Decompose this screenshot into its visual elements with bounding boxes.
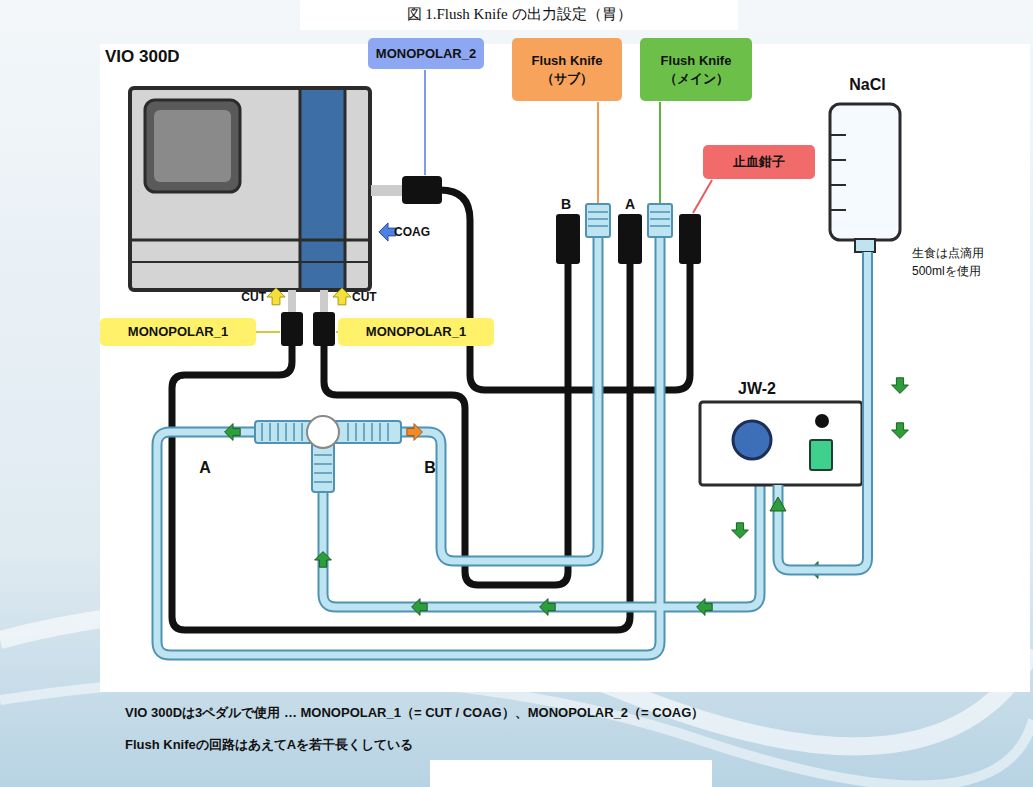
irrigation-pump: JW-2 (700, 378, 862, 485)
callout-box: MONOPOLAR_1 (338, 318, 494, 346)
irrigation-pump (700, 402, 862, 485)
tube-connector (770, 252, 868, 570)
node-label: NaCl (820, 74, 915, 96)
saline-bottle (830, 104, 900, 252)
part-label: COAG (394, 225, 430, 239)
saline-bottle: NaCl (820, 74, 915, 252)
generator-unit: VIO 300D (105, 46, 373, 292)
callout-box: Flush Knife （サブ） (512, 38, 622, 101)
note-text: Flush Knifeの回路はあえてAを若干長くしている (125, 736, 413, 754)
node-label: MONOPOLAR_1 (366, 323, 466, 341)
figure-title: 図 1.Flush Knife の出力設定（胃） (300, 1, 738, 27)
page-box (430, 760, 712, 787)
t-connector (255, 416, 401, 492)
tube (157, 236, 760, 655)
node-label: MONOPOLAR_1 (128, 323, 228, 341)
node-label: VIO 300D (105, 46, 373, 69)
part-label: B (561, 196, 571, 212)
part-label: A (199, 459, 211, 477)
part-label: CUT (241, 290, 266, 304)
plug (281, 176, 701, 346)
leader-line (256, 70, 712, 332)
callout-box: 止血鉗子 (703, 145, 815, 179)
node-label: Flush Knife （サブ） (518, 52, 616, 87)
callout-box: MONOPOLAR_1 (100, 318, 256, 346)
callout-box: Flush Knife （メイン） (640, 38, 752, 101)
node-label: MONOPOLAR_2 (376, 45, 476, 63)
part-label: A (625, 196, 635, 212)
panel (100, 44, 1030, 692)
node-label: JW-2 (738, 378, 862, 400)
part-label: CUT (352, 290, 377, 304)
note-text: VIO 300Dは3ペダルで使用 … MONOPOLAR_1（= CUT / C… (125, 704, 704, 722)
title-box (300, 0, 738, 30)
callout-box: MONOPOLAR_2 (368, 38, 484, 69)
cable (172, 190, 690, 630)
part-label: B (424, 459, 436, 477)
flow-arrow (225, 223, 909, 616)
node-label: Flush Knife （メイン） (646, 52, 746, 87)
note-text: 生食は点滴用 500mlを使用 (912, 244, 1004, 280)
generator-unit (130, 88, 370, 290)
node-label: 止血鉗子 (733, 153, 785, 171)
